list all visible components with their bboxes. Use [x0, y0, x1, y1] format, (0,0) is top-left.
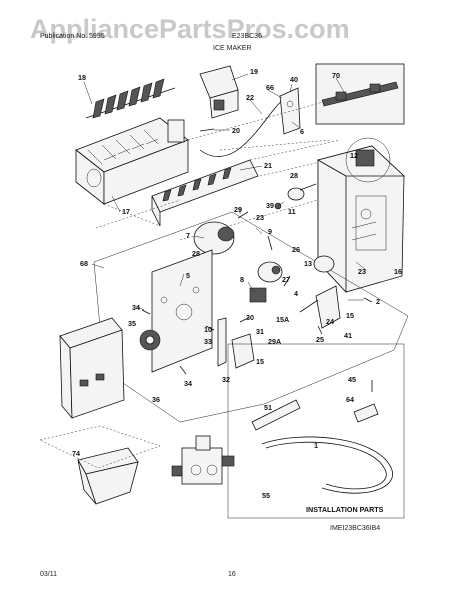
callout-2: 2: [376, 297, 380, 306]
fill-tube-bracket: [279, 87, 301, 135]
callout-20: 20: [232, 126, 240, 135]
callout-10: 10: [204, 325, 212, 334]
screw-10: [205, 325, 215, 331]
callout-7: 7: [186, 231, 190, 240]
screw-34a: [141, 309, 151, 315]
ice-stripper: [151, 159, 259, 227]
screw-30: [239, 317, 249, 323]
callout-27: 27: [282, 275, 290, 284]
footer-date: 03/11: [40, 571, 57, 578]
callout-6: 6: [300, 127, 304, 136]
support-plate: [151, 249, 213, 373]
water-line-inner: [265, 441, 387, 490]
callout-4: 4: [294, 289, 298, 298]
callout-41: 41: [344, 331, 352, 340]
timing-gear: [139, 329, 161, 351]
screw-20: [199, 128, 215, 132]
callout-15A: 15A: [276, 315, 289, 324]
callout-13: 13: [304, 259, 312, 268]
callout-55: 55: [262, 491, 270, 500]
callout-39: 39: [266, 201, 274, 210]
callout-16: 16: [394, 267, 402, 276]
thermostat: [287, 183, 317, 201]
callout-21: 21: [264, 161, 272, 170]
switch-15: [231, 333, 255, 369]
harness-plug: [355, 149, 375, 167]
callout-70: 70: [332, 71, 340, 80]
screw-9: [267, 235, 273, 251]
callout-51: 51: [264, 403, 272, 412]
callout-25: 25: [316, 335, 324, 344]
callout-22: 22: [246, 93, 254, 102]
callout-33: 33: [204, 337, 212, 346]
publication-number: Publication No. 5995: [40, 33, 105, 40]
screw-2: [363, 297, 373, 303]
ice-mold-assembly: [75, 78, 189, 205]
screw-25: [317, 325, 323, 335]
callout-11: 11: [288, 207, 296, 216]
model-number: E23BC36: [232, 33, 262, 40]
footer-page-number: 16: [228, 571, 236, 578]
fill-tube: [251, 399, 301, 431]
callout-32: 32: [222, 375, 230, 384]
shut-off-arm: [299, 285, 341, 329]
callout-68: 68: [80, 259, 88, 268]
bucket-outline: [39, 425, 161, 469]
callout-19: 19: [250, 67, 258, 76]
clamp: [353, 403, 379, 423]
callout-66: 66: [266, 83, 274, 92]
motor: [193, 221, 235, 255]
water-line: [261, 436, 393, 494]
ice-bucket: [77, 447, 139, 505]
callout-9: 9: [268, 227, 272, 236]
callout-28b: 28: [192, 249, 200, 258]
callout-26: 26: [292, 245, 300, 254]
gear-13: [313, 255, 335, 273]
callout-15b: 15: [256, 357, 264, 366]
mounting-bar: [217, 317, 227, 367]
watermark-text: AppliancePartsPros.com: [30, 14, 350, 44]
screw-29: [237, 211, 249, 219]
water-valve: [171, 435, 235, 485]
screw-34b: [179, 365, 187, 375]
callout-5: 5: [186, 271, 190, 280]
section-title: ICE MAKER: [213, 45, 252, 52]
installation-parts-box: [227, 343, 405, 519]
callout-18: 18: [78, 73, 86, 82]
callout-23b: 23: [358, 267, 366, 276]
callout-36: 36: [152, 395, 160, 404]
callout-45: 45: [348, 375, 356, 384]
callout-29A: 29A: [268, 337, 281, 346]
callout-74: 74: [72, 449, 80, 458]
callout-40: 40: [290, 75, 298, 84]
callout-31: 31: [256, 327, 264, 336]
callout-12: 12: [350, 151, 358, 160]
callout-35: 35: [128, 319, 136, 328]
callout-24: 24: [326, 317, 334, 326]
leader-lines: [83, 73, 367, 311]
installation-parts-label: INSTALLATION PARTS: [306, 505, 384, 514]
screw-27: [283, 275, 291, 287]
callout-29: 29: [234, 205, 242, 214]
gear-cam: [257, 261, 283, 283]
callout-64: 64: [346, 395, 354, 404]
assembly-guide-lines: [95, 99, 341, 241]
callout-23a: 23: [256, 213, 264, 222]
callout-labels: 18 19 40 70 66 22 20 6 21 12 17 39 28 11…: [72, 67, 402, 500]
callout-8: 8: [240, 275, 244, 284]
callout-15a: 15: [346, 311, 354, 320]
diagram-code: IMEI23BC36IB4: [330, 525, 380, 532]
callout-34a: 34: [132, 303, 140, 312]
callout-28a: 28: [290, 171, 298, 180]
callout-34b: 34: [184, 379, 192, 388]
harness-connector: [321, 81, 399, 107]
callout-30: 30: [246, 313, 254, 322]
callout-17: 17: [122, 207, 130, 216]
switch-8: [249, 287, 267, 303]
callout-1: 1: [314, 441, 318, 450]
front-cover: [59, 317, 125, 420]
mold-cover: [199, 65, 239, 119]
connector-detail-circle: [345, 137, 391, 183]
